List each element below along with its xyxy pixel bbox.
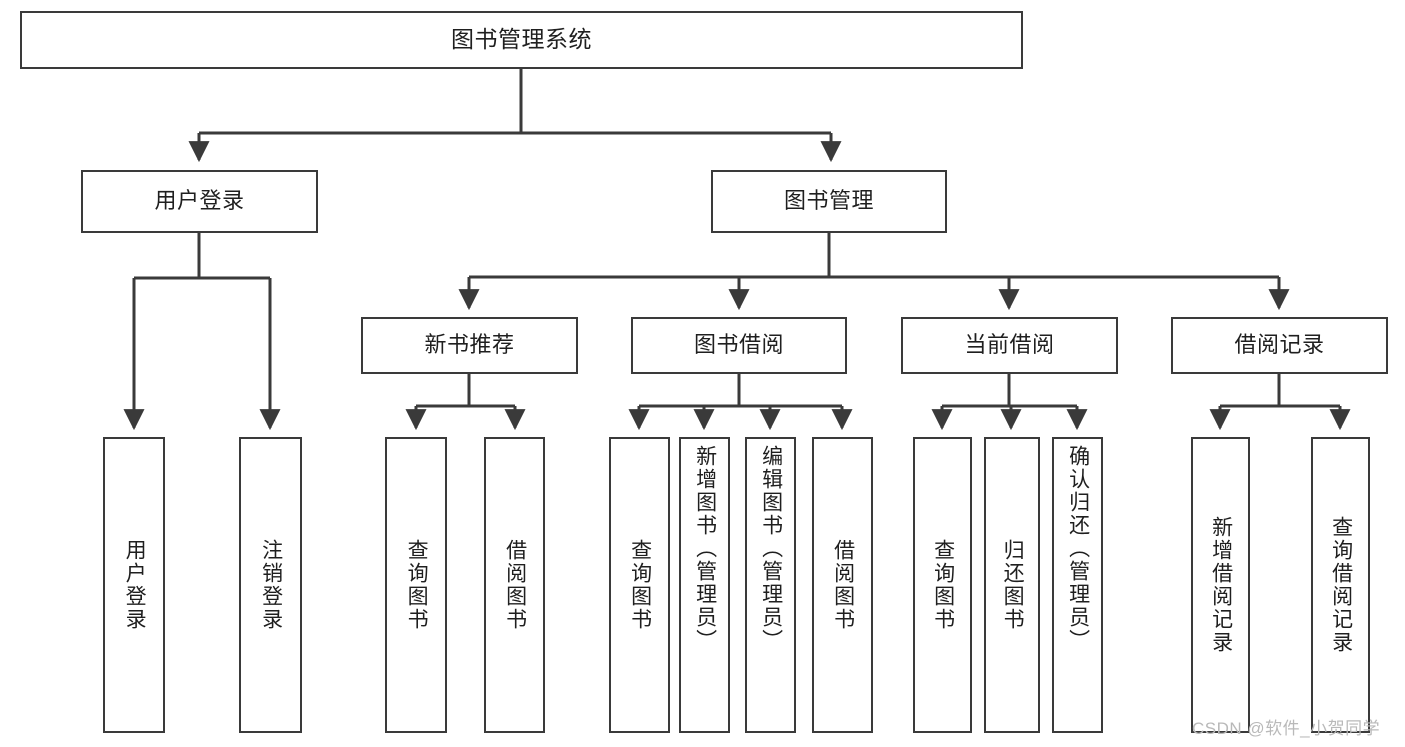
node-current-borrow[interactable]: 当前借阅 (901, 317, 1118, 374)
leaf-borrow-book[interactable]: 借阅图书 (812, 437, 873, 733)
leaf-return-book[interactable]: 归还图书 (984, 437, 1040, 733)
node-new-book-recommend[interactable]: 新书推荐 (361, 317, 578, 374)
leaf-add-book-admin[interactable]: 新增图书（管理员） (679, 437, 730, 733)
leaf-query-borrow-record[interactable]: 查询借阅记录 (1311, 437, 1370, 733)
leaf-add-borrow-record[interactable]: 新增借阅记录 (1191, 437, 1250, 733)
csdn-watermark: CSDN @软件_小贺同学 (1192, 719, 1381, 738)
leaf-confirm-return-admin[interactable]: 确认归还（管理员） (1052, 437, 1103, 733)
leaf-logout-login[interactable]: 注销登录 (239, 437, 302, 733)
node-borrow-record[interactable]: 借阅记录 (1171, 317, 1388, 374)
leaf-query-book-current[interactable]: 查询图书 (913, 437, 972, 733)
leaf-query-book-borrow[interactable]: 查询图书 (609, 437, 670, 733)
node-book-management[interactable]: 图书管理 (711, 170, 947, 233)
node-root-system[interactable]: 图书管理系统 (20, 11, 1023, 69)
leaf-user-login[interactable]: 用户登录 (103, 437, 165, 733)
node-user-login[interactable]: 用户登录 (81, 170, 318, 233)
leaf-borrow-book-new[interactable]: 借阅图书 (484, 437, 545, 733)
leaf-query-book-new[interactable]: 查询图书 (385, 437, 447, 733)
leaf-edit-book-admin[interactable]: 编辑图书（管理员） (745, 437, 796, 733)
node-book-borrow[interactable]: 图书借阅 (631, 317, 847, 374)
